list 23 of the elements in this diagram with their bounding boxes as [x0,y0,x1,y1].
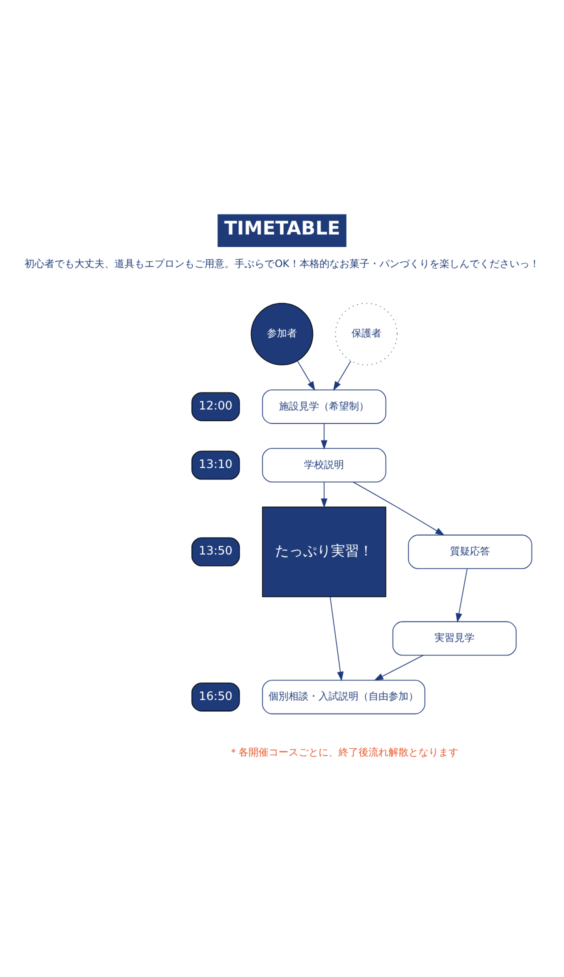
node-circle: 保護者 [335,302,398,365]
node-box: 個別相談・入試説明（自由参加） [262,679,426,714]
node-box: たっぷり実習！ [262,506,386,597]
node-box: 施設見学（希望制） [262,388,386,424]
label: 12:00 [198,398,232,412]
node-box: 質疑応答 [408,534,532,568]
arrow [352,481,445,536]
arrow [320,481,328,508]
label: 16:50 [198,688,232,702]
arrow [456,568,468,622]
label: 13:10 [198,456,232,470]
arrow [333,360,352,390]
node-box: 実習見学 [392,620,517,656]
arrow [297,360,316,390]
arrow [374,654,424,680]
label: 初心者でも大丈夫、道具もエプロンもご用意。手ぶらでOK！本格的なお菓子・パンづくりを楽しんでくださいっ！ [24,258,540,270]
label: 13:50 [198,543,232,558]
arrow [320,422,328,450]
label: ＊各開催コースごとに、終了後流れ解散となります [228,746,459,758]
node-circle: 参加者 [250,302,314,365]
node-box: 学校説明 [262,448,386,482]
diagram-title: TIMETABLE [224,218,340,240]
arrow [330,596,344,681]
